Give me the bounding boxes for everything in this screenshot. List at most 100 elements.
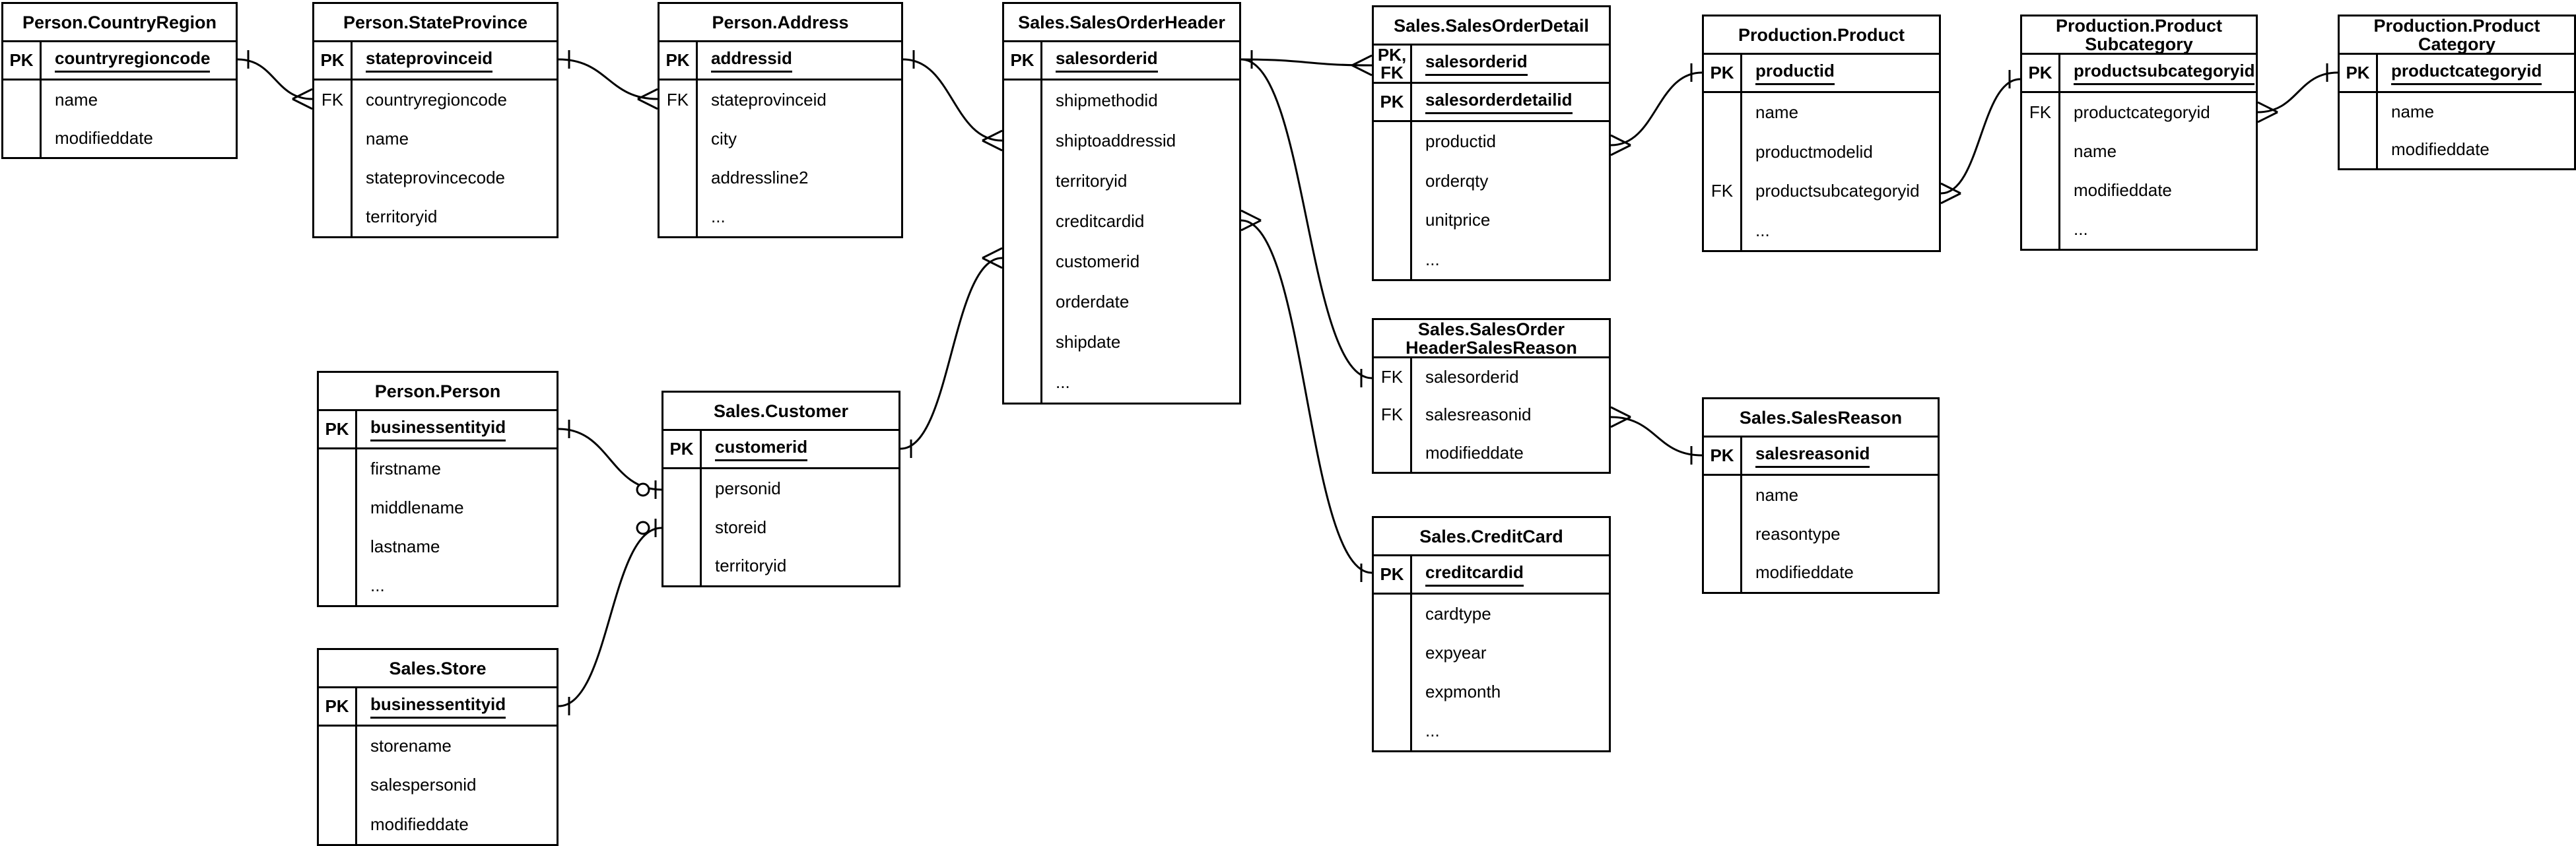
field-key-label: FK xyxy=(321,90,344,110)
field-key-label xyxy=(663,508,700,547)
key-field-cell: productid xyxy=(1742,55,1939,91)
entity-key-column xyxy=(1374,122,1412,279)
key-badge: PK xyxy=(1704,55,1742,91)
field-name: orderdate xyxy=(1056,292,1130,311)
field-name: storeid xyxy=(715,517,767,537)
cardinality-many-crowfoot xyxy=(1240,209,1262,232)
entity-title: Person.StateProvince xyxy=(314,4,557,42)
key-badge: PK xyxy=(2022,55,2060,91)
field-name: modifieddate xyxy=(2391,139,2490,159)
entity-key-column: FK xyxy=(314,81,353,236)
field-key-label xyxy=(314,158,351,197)
key-badge-line: PK xyxy=(9,50,34,70)
field-name: customerid xyxy=(1056,251,1140,271)
entity-key-column xyxy=(1374,595,1412,750)
field-name: city xyxy=(711,129,737,148)
entity-title-line: Subcategory xyxy=(2085,34,2193,54)
field-key-label xyxy=(663,469,700,508)
key-field-name: productid xyxy=(1755,61,1835,85)
field-key-label xyxy=(1374,634,1410,672)
field-name: name xyxy=(55,89,98,110)
field-name: reasontype xyxy=(1755,523,1841,544)
key-field-cell: addressid xyxy=(698,42,901,79)
entity-title: Sales.Store xyxy=(319,650,557,688)
field-key-label xyxy=(1374,162,1410,201)
field-key-label xyxy=(663,546,700,585)
key-field-cell: stateprovinceid xyxy=(353,42,557,79)
field-name: ... xyxy=(1755,220,1770,240)
field-name: middlename xyxy=(370,498,464,517)
entity-title-line: Person.Address xyxy=(712,12,849,32)
field-key-label xyxy=(660,119,696,158)
field-name: shipmethodid xyxy=(1056,90,1158,110)
field-key-label: FK xyxy=(1380,367,1404,387)
entity-key-column xyxy=(319,727,357,844)
entity-title-line: HeaderSalesReason xyxy=(1406,337,1577,358)
relationship-line xyxy=(237,58,313,100)
field-key-label xyxy=(1704,133,1740,172)
field-key-label xyxy=(319,488,355,527)
field-key-label xyxy=(1704,553,1740,592)
field-name: name xyxy=(2074,141,2117,161)
cardinality-many-crowfoot xyxy=(1610,134,1631,156)
field-key-label xyxy=(1004,242,1040,282)
field-name: productid xyxy=(1425,131,1496,152)
field-key-label xyxy=(1704,211,1740,251)
relationship-line xyxy=(2257,71,2338,114)
key-field-name: creditcardid xyxy=(1425,562,1524,587)
field-key-label xyxy=(1704,93,1740,133)
cardinality-many-crowfoot xyxy=(637,88,658,110)
key-badge: PK xyxy=(3,42,42,79)
field-name: unitprice xyxy=(1425,210,1491,230)
relationship-line xyxy=(900,257,1003,450)
field-key-label xyxy=(1374,122,1410,162)
relationship-line xyxy=(558,428,662,491)
key-badge-line: PK, xyxy=(1377,44,1407,65)
field-name: expyear xyxy=(1425,643,1487,663)
field-key-label xyxy=(1704,476,1740,515)
key-badge-line: PK xyxy=(669,439,694,459)
relationship-line xyxy=(1940,78,2021,195)
key-field-name: salesorderdetailid xyxy=(1425,90,1573,114)
field-key-label xyxy=(319,727,355,765)
entity-key-column xyxy=(3,81,42,157)
key-field-name: businessentityid xyxy=(370,417,506,441)
relationship-line xyxy=(1610,416,1703,457)
key-field-name: salesorderid xyxy=(1425,51,1528,76)
cardinality-many-crowfoot xyxy=(292,88,313,110)
key-badge-line: PK xyxy=(1380,564,1404,584)
field-key-label xyxy=(3,119,40,157)
field-key-label xyxy=(1004,121,1040,161)
cardinality-many-crowfoot xyxy=(1610,406,1631,428)
key-badge: PK xyxy=(314,42,353,79)
key-field-name: businessentityid xyxy=(370,694,506,719)
entity-title: Sales.SalesOrderDetail xyxy=(1374,7,1609,46)
cardinality-many-crowfoot xyxy=(1351,54,1373,77)
field-key-label xyxy=(319,805,355,844)
key-badge-line: PK xyxy=(2346,63,2370,82)
key-badge-line: PK xyxy=(2028,63,2052,82)
key-field-cell: salesreasonid xyxy=(1742,438,1938,474)
entity-title-line: Production.Product xyxy=(1738,24,1905,45)
cardinality-many-crowfoot xyxy=(2257,101,2278,123)
entity-title: Sales.CreditCard xyxy=(1374,518,1609,556)
